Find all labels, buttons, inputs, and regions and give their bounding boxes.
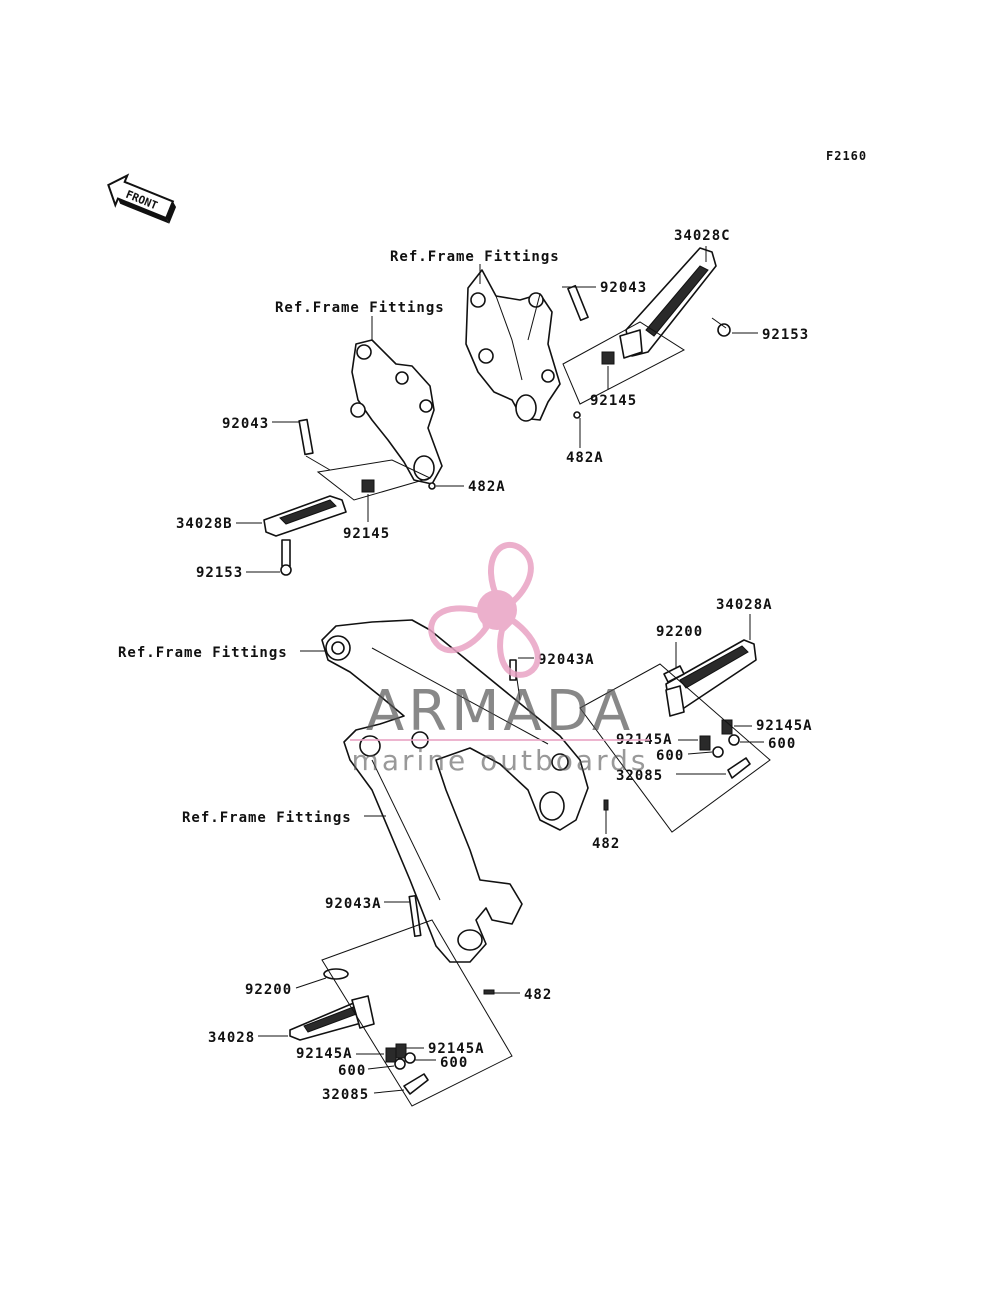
- watermark-brand: ARMADA: [366, 679, 634, 744]
- diagram-code: F2160: [826, 149, 867, 163]
- front-arrow-icon: FRONT: [107, 173, 177, 224]
- label-ref-frame-2: Ref.Frame Fittings: [275, 300, 445, 316]
- label-482-right: 482: [592, 836, 620, 852]
- label-ref-frame-1: Ref.Frame Fittings: [390, 249, 560, 265]
- label-32085-right: 32085: [616, 768, 663, 784]
- label-482A-upper: 482A: [566, 450, 604, 466]
- label-92145A-left-1: 92145A: [428, 1041, 485, 1057]
- label-600-left-2: 600: [338, 1063, 366, 1079]
- label-92145A-right-1: 92145A: [756, 718, 813, 734]
- watermark-tagline: marine outboards: [352, 744, 649, 777]
- upper-left-bracket: [350, 339, 443, 485]
- label-92200-right: 92200: [656, 624, 703, 640]
- label-ref-frame-4: Ref.Frame Fittings: [182, 810, 352, 826]
- label-92200-left: 92200: [245, 982, 292, 998]
- upper-right-bracket: [465, 269, 561, 422]
- label-34028C: 34028C: [674, 228, 731, 244]
- label-600-right-1: 600: [768, 736, 796, 752]
- spring-92145-upper: [601, 351, 615, 365]
- label-34028B: 34028B: [176, 516, 233, 532]
- label-34028: 34028: [208, 1030, 255, 1046]
- pin-92043-left: [298, 418, 314, 456]
- label-92043-upper: 92043: [600, 280, 647, 296]
- label-ref-frame-3: Ref.Frame Fittings: [118, 645, 288, 661]
- lower-right-footpeg: [663, 639, 757, 717]
- propeller-logo-icon: [428, 541, 541, 678]
- label-482A-left: 482A: [468, 479, 506, 495]
- label-482-left: 482: [524, 987, 552, 1003]
- pin-92043-upper: [567, 284, 589, 322]
- label-92145-left: 92145: [343, 526, 390, 542]
- label-92145-upper: 92145: [590, 393, 637, 409]
- lower-left-footpeg: [289, 995, 375, 1041]
- upper-right-footpeg: [619, 247, 717, 359]
- label-600-left-1: 600: [440, 1055, 468, 1071]
- lower-left-small-parts: [323, 968, 429, 1095]
- label-92153-upper: 92153: [762, 327, 809, 343]
- label-92145A-left-2: 92145A: [296, 1046, 353, 1062]
- label-600-right-2: 600: [656, 748, 684, 764]
- upper-left-footpeg: [263, 495, 347, 537]
- label-32085-left: 32085: [322, 1087, 369, 1103]
- label-34028A: 34028A: [716, 597, 773, 613]
- label-92043-left: 92043: [222, 416, 269, 432]
- label-92153-left: 92153: [196, 565, 243, 581]
- label-92043A-left: 92043A: [325, 896, 382, 912]
- bolt-92153-upper: [717, 323, 731, 337]
- spring-92145-left: [361, 479, 375, 493]
- label-92043A-right: 92043A: [538, 652, 595, 668]
- bolt-92153-left: [280, 539, 292, 576]
- lower-right-small-parts: [699, 719, 751, 779]
- lower-frame-bracket: [321, 619, 589, 963]
